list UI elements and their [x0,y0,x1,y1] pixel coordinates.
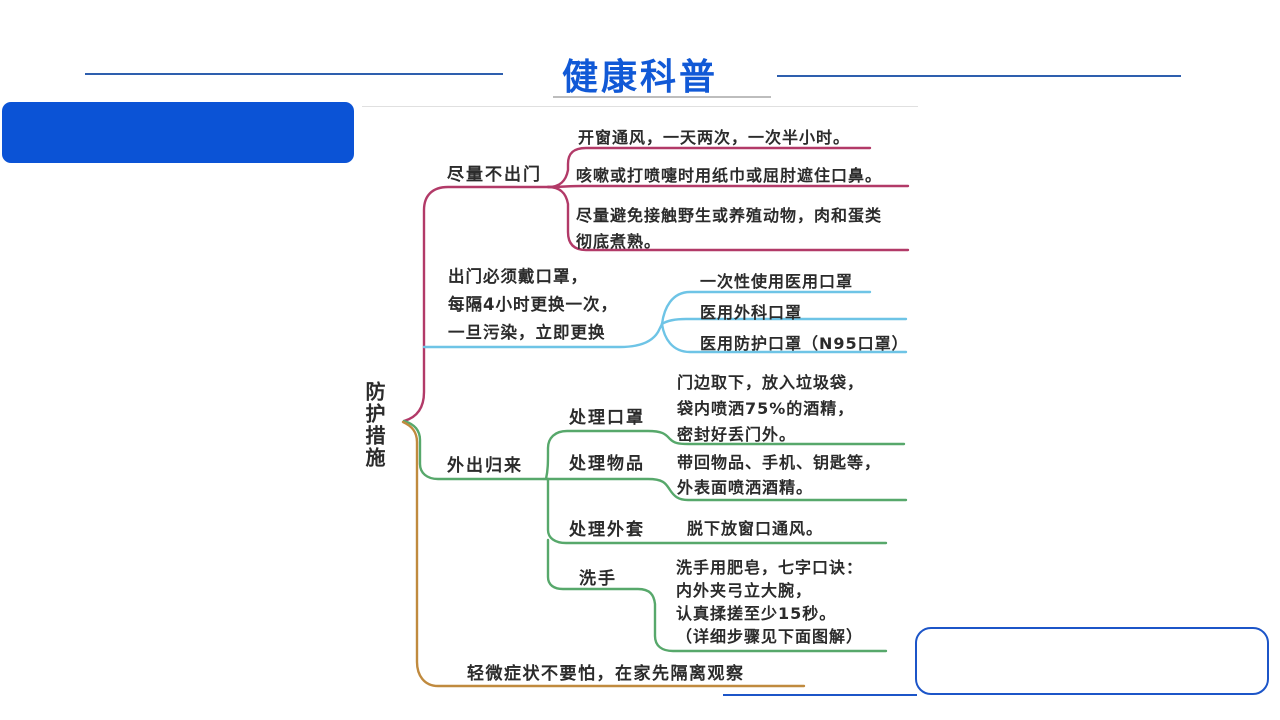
page-title: 健康科普 [561,57,718,98]
title-left-divider [85,73,503,75]
left-accent-bar [2,102,354,163]
node-masks-label: 出门必须戴口罩， 每隔4小时更换一次， 一旦污染，立即更换 [448,267,618,342]
node-return-coat-text: 脱下放窗口通风。 [687,519,824,538]
footer-frame [915,627,1269,695]
mindmap-root-node: 防护措施 [362,381,386,469]
node-stay-home-label: 尽量不出门 [447,165,542,185]
node-return-wash-text: 洗手用肥皂，七字口诀： 内外夹弓立大腕， 认真揉搓至少15秒。 （详细步骤见下面… [676,558,864,646]
node-return-label: 外出归来 [447,456,523,476]
node-symptoms-label: 轻微症状不要怕，在家先隔离观察 [467,664,745,684]
node-stay-home-child-ventilate: 开窗通风，一天两次，一次半小时。 [578,128,851,147]
node-masks-child-n95: 医用防护口罩（N95口罩） [700,334,909,353]
footer-divider-line [723,694,917,696]
title-right-divider [777,75,1181,77]
node-return-mask-label: 处理口罩 [569,408,645,428]
node-return-items-label: 处理物品 [569,454,645,474]
image-edge-line [362,106,918,107]
node-stay-home-child-animals: 尽量避免接触野生或养殖动物，肉和蛋类 彻底煮熟。 [576,206,883,251]
node-return-mask-text: 门边取下，放入垃圾袋， 袋内喷洒75%的酒精， 密封好丢门外。 [677,373,865,444]
node-masks-child-surgical: 医用外科口罩 [700,303,803,322]
node-return-coat-label: 处理外套 [569,520,645,540]
node-return-items-text: 带回物品、手机、钥匙等， 外表面喷洒酒精。 [677,453,882,497]
node-stay-home-child-cough: 咳嗽或打喷嚏时用纸巾或屈肘遮住口鼻。 [576,166,883,185]
node-masks-child-disposable: 一次性使用医用口罩 [700,272,854,291]
node-return-wash-label: 洗手 [579,569,617,589]
image-edge-line [553,96,771,98]
